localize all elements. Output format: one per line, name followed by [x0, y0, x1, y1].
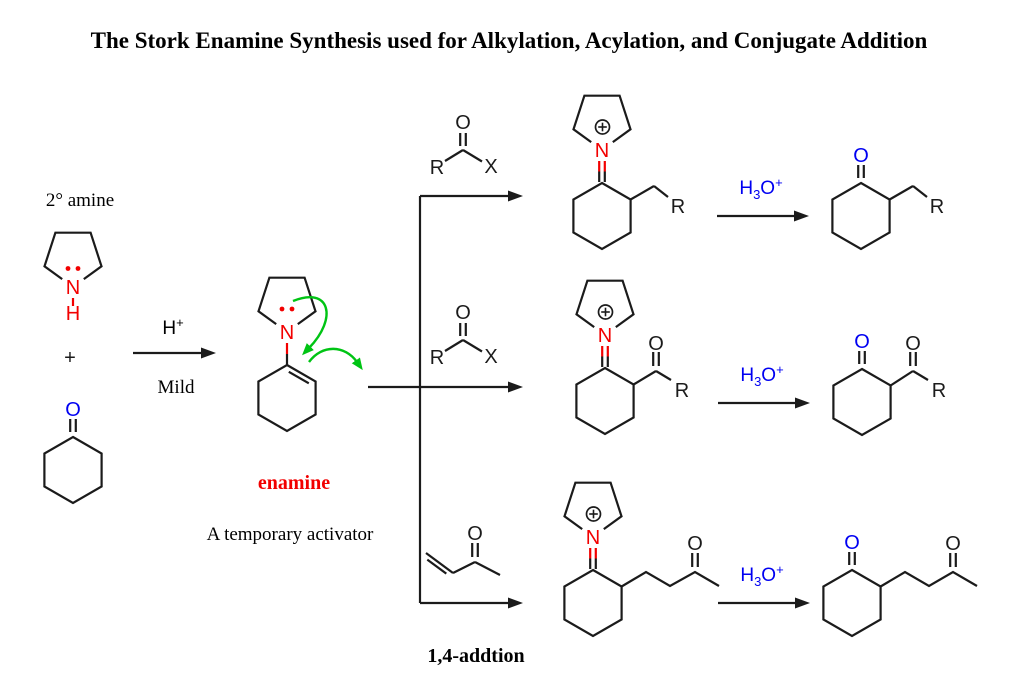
mild-label: Mild — [158, 377, 195, 398]
r-group-label: R — [675, 380, 689, 402]
r-group-label: R — [930, 196, 944, 218]
oxygen-label: O — [687, 533, 703, 555]
hydronium-arrow-bottom — [718, 562, 796, 603]
pyrrolidine-amine-structure: N H — [43, 231, 103, 325]
iminium-alkylation-structure: R — [573, 96, 685, 249]
curved-arrow-nucleophilic-icon — [308, 347, 363, 371]
diagram-title: The Stork Enamine Synthesis used for Alk… — [90, 28, 928, 53]
oxygen-label: O — [467, 523, 483, 545]
one-four-addition-label: 1,4-addtion — [427, 645, 524, 667]
hydronium-arrow-middle — [718, 362, 796, 403]
plus-sign: + — [64, 347, 76, 369]
acyl-halide-top-structure — [428, 110, 499, 181]
h-plus-label: H+ — [162, 315, 183, 339]
pyrrolidine-ring — [43, 231, 103, 281]
pyrrolidine-ring — [257, 276, 317, 326]
lone-pair-dots-icon — [65, 266, 81, 271]
cyclohexanone-structure — [44, 399, 101, 503]
iminium-acylation-structure: O R — [576, 281, 689, 434]
enamine-double-bond — [288, 370, 310, 385]
nitrogen-label: N — [280, 322, 294, 344]
lone-pair-dots-icon — [279, 306, 295, 312]
condensation-arrow-group: H+ Mild — [133, 315, 216, 398]
enamine-structure: N — [257, 276, 317, 433]
secondary-amine-label: 2° amine — [46, 190, 114, 211]
oxygen-label: O — [648, 333, 664, 355]
methyl-vinyl-ketone-structure: O — [425, 523, 501, 576]
oxygen-label: O — [945, 533, 961, 555]
curved-arrow-lone-pair-icon — [292, 295, 328, 356]
branch-arrows-group — [368, 190, 523, 609]
cyclohexene-ring — [257, 363, 317, 433]
product-conjugate-addition-structure: O — [823, 532, 978, 636]
product-acylation-structure: O R — [833, 331, 946, 435]
iminium-conjugate-addition-structure: O — [564, 483, 720, 636]
acyl-halide-middle-structure — [428, 300, 499, 371]
enamine-label: enamine — [258, 472, 330, 494]
product-alkylation-structure: R — [832, 145, 944, 249]
hydronium-arrow-top — [717, 175, 795, 216]
r-group-label: R — [932, 380, 946, 402]
temporary-activator-label: A temporary activator — [207, 524, 374, 545]
r-group-label: R — [671, 196, 685, 218]
hydrogen-label: H — [66, 303, 80, 325]
oxygen-label: O — [905, 333, 921, 355]
nitrogen-label: N — [66, 277, 80, 299]
